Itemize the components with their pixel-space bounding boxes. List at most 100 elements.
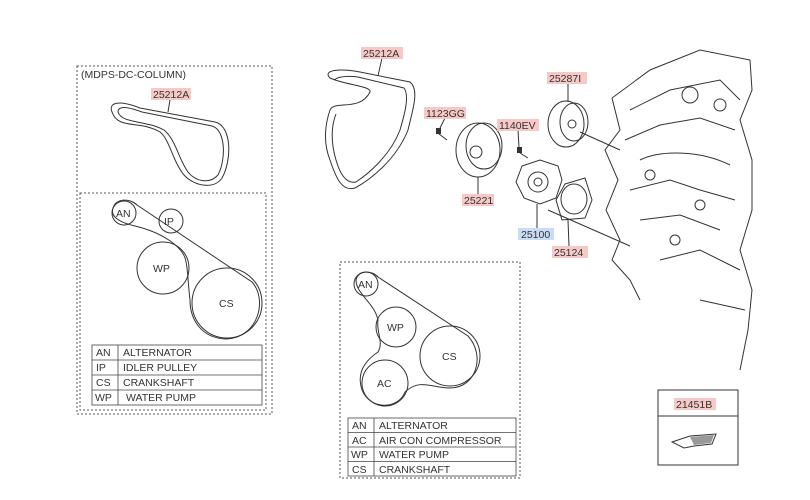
main_parts-pulley: 25221 [464, 195, 493, 207]
diagram-stroke [438, 133, 448, 141]
left_panel-legend-2-name: CRANKSHAFT [123, 377, 195, 389]
diagram-stroke [699, 299, 746, 311]
diagram-stroke [669, 234, 681, 246]
diagram-stroke [629, 79, 741, 111]
diagram-stroke [167, 99, 171, 113]
main_parts-water_pump: 25100 [521, 229, 550, 241]
main_parts-bolt_pump: 1140EV [499, 120, 536, 132]
diagram-stroke [713, 98, 727, 112]
diagram-stroke [611, 49, 753, 371]
diagram-stroke [659, 249, 741, 271]
diagram-stroke [519, 152, 529, 159]
part-label-25100[interactable]: 25100 [518, 228, 554, 241]
diagram-stroke [567, 119, 577, 129]
diagram-stroke [117, 107, 224, 182]
diagram-stroke [533, 177, 543, 187]
diagram-stroke [604, 97, 641, 301]
left_panel-pulleys-1: IP [164, 216, 174, 228]
left_panel-legend-0-code: AN [96, 347, 111, 359]
bolt-1140EV-drawing [517, 129, 529, 159]
diagram-stroke [639, 152, 731, 166]
diagram-stroke [158, 208, 184, 234]
left-panel: (MDPS-DC-COLUMN) 25212A AN IP WP CS [76, 65, 273, 415]
left_panel-pulleys-2: WP [153, 263, 170, 275]
part-label-25221[interactable]: 25221 [462, 194, 494, 207]
left-panel-title: (MDPS-DC-COLUMN) [81, 69, 186, 81]
pulley-25221-drawing [455, 122, 503, 194]
left_panel-legend-3-code: WP [95, 392, 112, 404]
diagram-stroke [465, 122, 503, 170]
diagram-stroke [377, 57, 383, 77]
gasket-25124-drawing [555, 177, 593, 247]
middle_panel-legend-3-name: CRANKSHAFT [379, 464, 451, 476]
part-label-25212A-left[interactable]: 25212A [151, 88, 191, 101]
diagram-stroke [111, 200, 137, 226]
diagram-stroke [469, 145, 483, 159]
part-label-25212A[interactable]: 25212A [361, 47, 403, 60]
main-belt [324, 69, 416, 190]
diagram-stroke [552, 246, 588, 258]
diagram-stroke [567, 219, 570, 247]
main_parts-gasket: 25124 [554, 247, 583, 259]
diagram-stroke [657, 389, 739, 466]
diagram-stroke [436, 128, 441, 134]
left-legend-table: AN ALTERNATOR IP IDLER PULLEY CS CRANKSH… [91, 344, 263, 406]
diagram-stroke [681, 86, 699, 104]
diagram-stroke [559, 102, 589, 142]
water-pump-25100-drawing [515, 159, 563, 228]
middle-panel-border [339, 261, 521, 479]
diagram-stroke [419, 325, 481, 387]
main_parts-belt: 25212A [363, 48, 399, 60]
inset-21451B: 21451B [657, 389, 739, 466]
diagram-stroke [639, 214, 721, 231]
diagram-stroke [455, 122, 501, 178]
diagram-stroke [517, 129, 520, 148]
belt-drawing-left [110, 102, 230, 186]
bolt-1123GG-drawing [436, 117, 448, 141]
diagram-stroke [361, 47, 403, 59]
diagram-stroke [629, 179, 736, 201]
middle_panel-legend-0-code: AN [352, 420, 367, 432]
diagram-stroke [136, 241, 190, 295]
diagram-stroke [375, 306, 417, 348]
diagram-stroke [353, 271, 379, 297]
left_panel-legend-3-name: WATER PUMP [126, 392, 196, 404]
part-label-25124[interactable]: 25124 [552, 246, 588, 259]
left_panel-belt_part: 25212A [153, 89, 189, 101]
middle-panel: AN WP CS AC AN ALTERNATOR AC AIR CON COM… [339, 261, 521, 479]
part-label-21451B[interactable]: 21451B [674, 398, 716, 411]
left-belt-routing: AN IP WP CS [111, 199, 263, 340]
middle_panel-legend-3-code: CS [352, 464, 367, 476]
part-label-1140EV[interactable]: 1140EV [497, 119, 539, 132]
middle_panel-pulleys-2: CS [442, 351, 457, 363]
diagram-stroke [674, 398, 716, 410]
diagram-stroke [644, 169, 656, 181]
middle-legend-table: AN ALTERNATOR AC AIR CON COMPRESSOR WP W… [347, 417, 517, 477]
left_panel-legend-1-name: IDLER PULLEY [123, 362, 197, 374]
diagram-stroke [694, 199, 706, 211]
diagram-stroke [497, 119, 539, 131]
diagram-stroke [547, 100, 585, 148]
seal-drawing [670, 433, 717, 449]
main_parts-bolt_pulley: 1123GG [426, 108, 465, 120]
diagram-stroke [439, 117, 446, 129]
diagram-stroke [624, 117, 736, 141]
middle_panel-legend-1-code: AC [352, 435, 367, 447]
diagram-stroke [579, 131, 621, 151]
middle_panel-legend-2-name: WATER PUMP [379, 449, 449, 461]
part-label-25287I[interactable]: 25287I [547, 72, 587, 85]
diagram-stroke [361, 359, 409, 407]
diagram-stroke [690, 435, 714, 445]
diagram-stroke [151, 88, 191, 100]
diagram-stroke [518, 228, 554, 240]
engine-block-drawing [604, 49, 753, 371]
inset-part: 21451B [676, 399, 712, 411]
part-label-1123GG[interactable]: 1123GG [424, 107, 466, 120]
diagram-stroke [111, 199, 260, 340]
diagram-stroke [331, 75, 407, 183]
diagram-stroke [462, 194, 494, 206]
diagram-stroke [555, 177, 593, 221]
main_parts-idler: 25287I [549, 73, 581, 85]
left_panel-pulleys-0: AN [116, 208, 131, 220]
